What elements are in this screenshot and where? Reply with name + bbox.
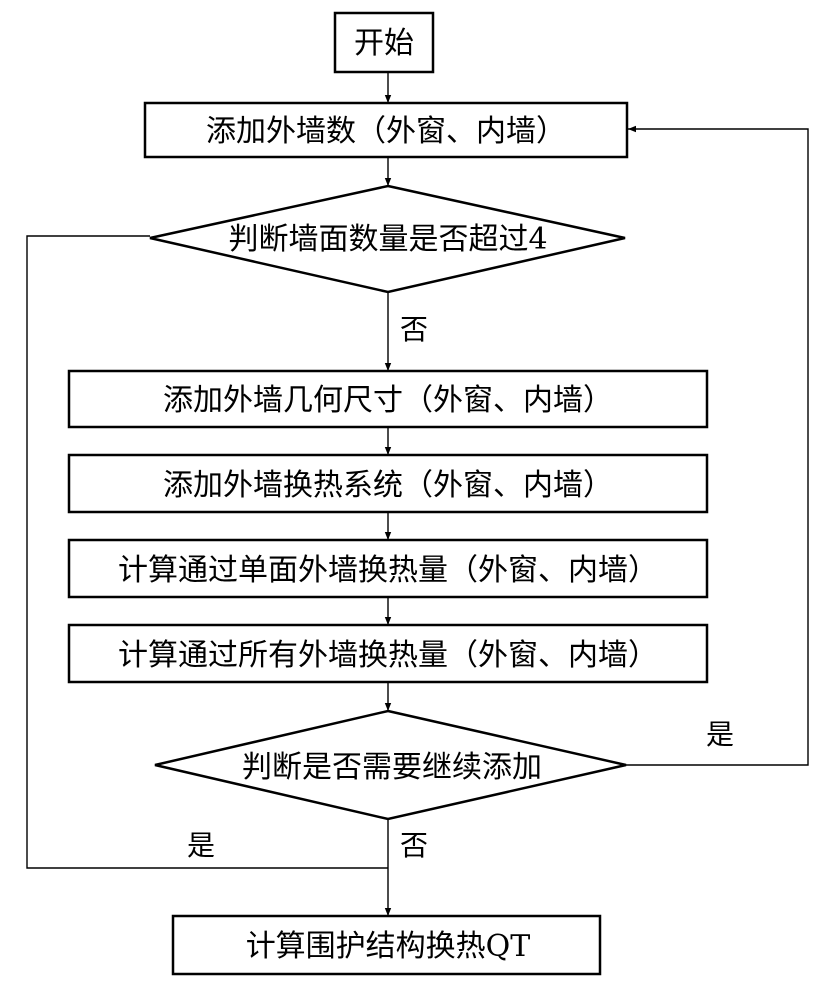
result-node: 计算围护结构换热QT	[171, 914, 602, 976]
calc-all-node: 计算通过所有外墙换热量（外窗、内墙）	[67, 623, 709, 684]
add-system-node-label: 添加外墙换热系统（外窗、内墙）	[163, 468, 613, 503]
connector-check-continue-yes	[626, 125, 809, 766]
add-geometry-node-label: 添加外墙几何尺寸（外窗、内墙）	[163, 383, 613, 418]
result-node-label: 计算围护结构换热QT	[246, 929, 531, 964]
check-count-decision: 判断墙面数量是否超过4	[149, 184, 626, 294]
add-geometry-node: 添加外墙几何尺寸（外窗、内墙）	[67, 369, 709, 429]
start-node-label: 开始	[354, 26, 414, 61]
calc-single-node: 计算通过单面外墙换热量（外窗、内墙）	[67, 538, 709, 599]
start-node: 开始	[333, 11, 435, 74]
edge-label-count-yes: 是	[187, 829, 215, 862]
check-count-decision-label: 判断墙面数量是否超过4	[228, 222, 547, 257]
add-walls-node-label: 添加外墙数（外窗、内墙）	[206, 114, 566, 149]
check-continue-decision-label: 判断是否需要继续添加	[242, 750, 542, 785]
calc-all-node-label: 计算通过所有外墙换热量（外窗、内墙）	[118, 638, 658, 673]
add-system-node: 添加外墙换热系统（外窗、内墙）	[67, 453, 709, 514]
add-walls-node: 添加外墙数（外窗、内墙）	[143, 101, 629, 159]
edge-label-count-no: 否	[400, 313, 428, 346]
check-continue-decision: 判断是否需要继续添加	[154, 709, 627, 821]
edge-label-continue-no: 否	[400, 829, 428, 862]
connector-check-count-yes	[26, 235, 388, 869]
edge-label-continue-yes: 是	[706, 718, 734, 751]
calc-single-node-label: 计算通过单面外墙换热量（外窗、内墙）	[118, 553, 658, 588]
